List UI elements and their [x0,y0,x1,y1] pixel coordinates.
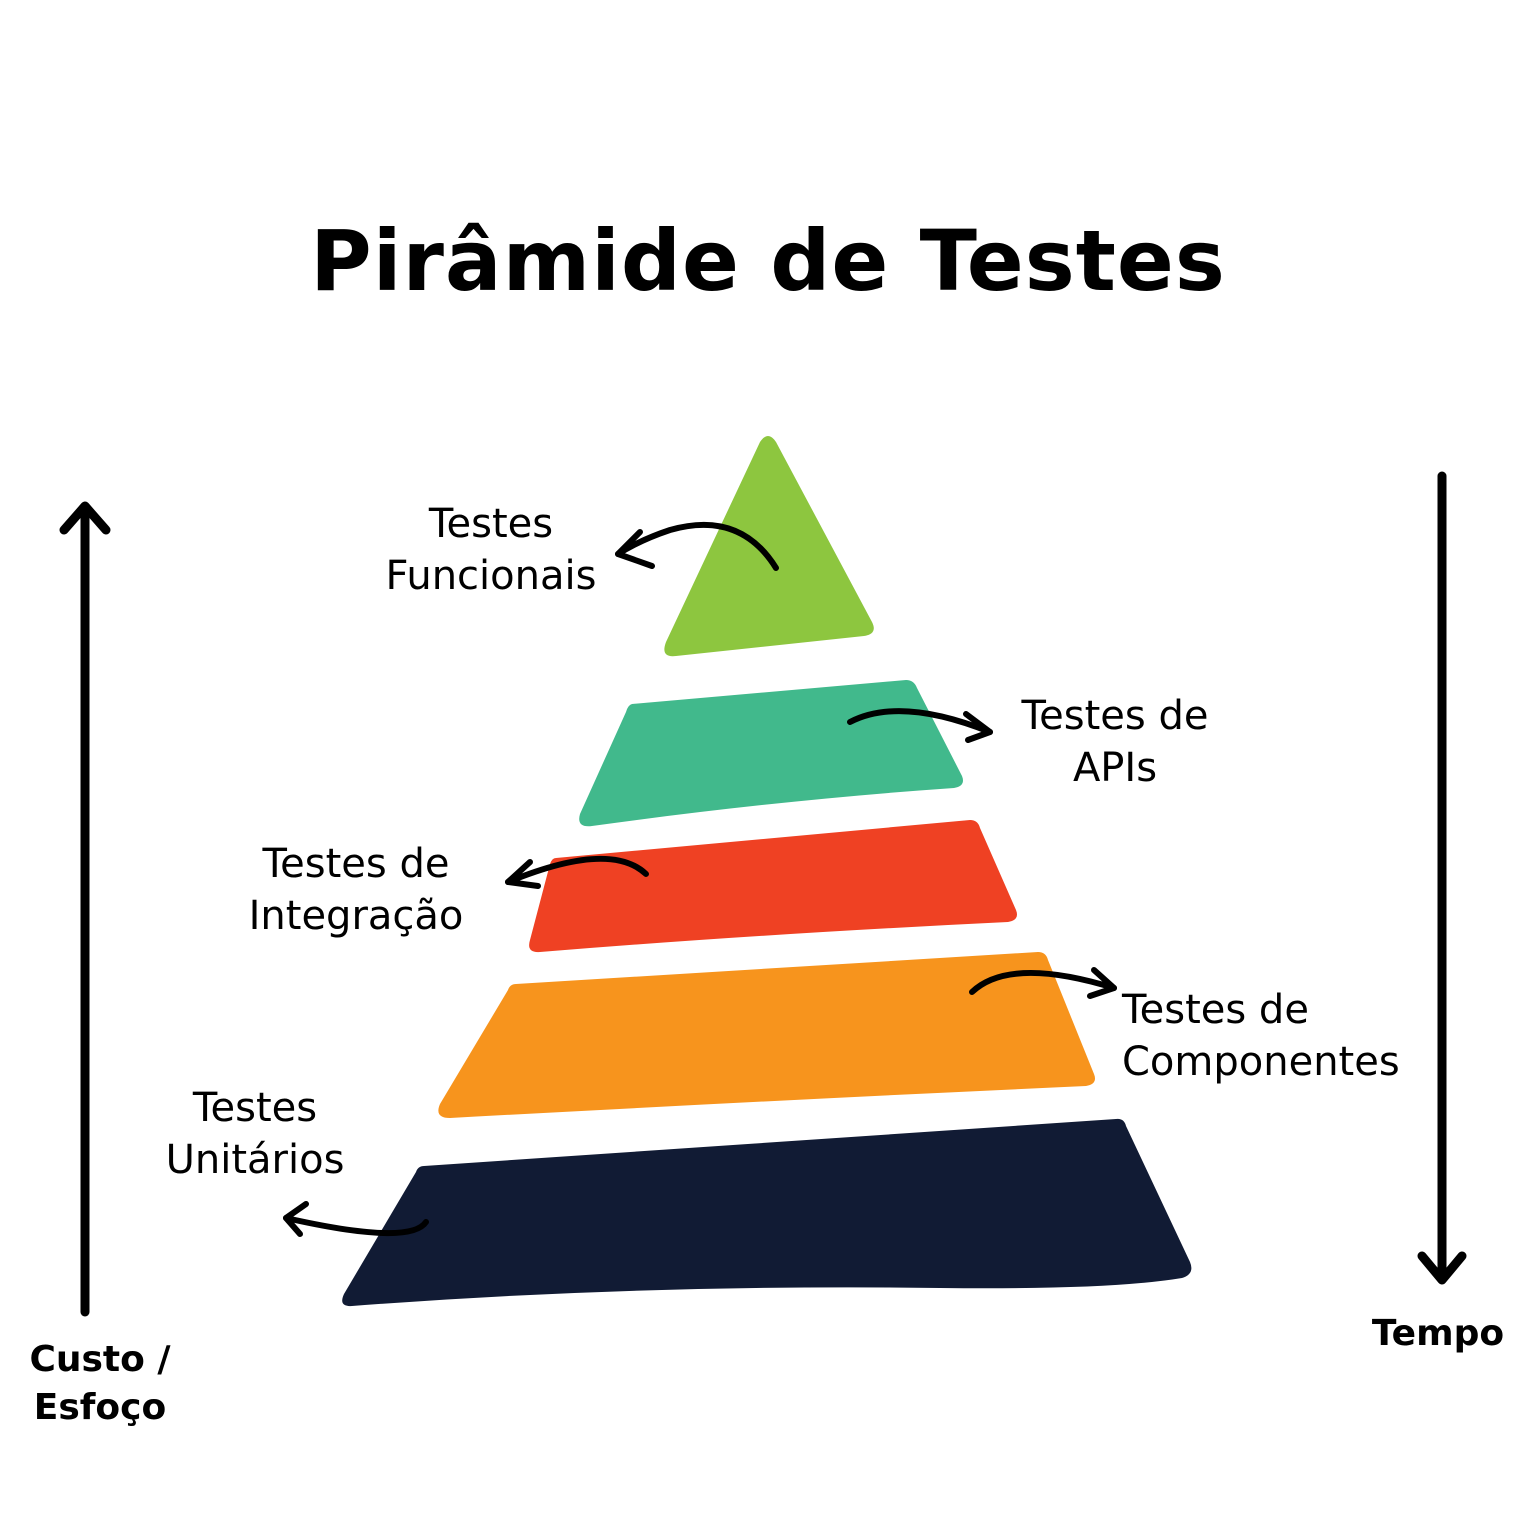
label-testes-funcionais: Testes Funcionais [366,498,616,602]
arrow-apis [847,708,993,743]
label-line: Funcionais [385,553,597,599]
label-testes-componentes: Testes de Componentes [1122,984,1432,1088]
label-testes-integracao: Testes de Integração [226,838,486,942]
label-line: APIs [1072,745,1158,791]
label-line: Testes de [262,841,450,887]
layer-componentes-shape [438,952,1095,1118]
cost-axis-arrow-up-icon [59,501,111,1317]
page-title: Pirâmide de Testes [310,212,1226,310]
label-line: Integração [248,893,464,939]
label-testes-unitarios: Testes Unitários [140,1082,370,1186]
label-testes-apis: Testes de APIs [1000,690,1230,794]
time-axis-arrow-down-icon [1417,471,1467,1285]
layer-unitarios-shape [342,1118,1192,1307]
label-line: Testes de [1122,987,1309,1033]
arrow-unitarios [283,1201,429,1237]
label-line: Testes [428,501,554,547]
axis-label-line: Tempo [1371,1313,1505,1354]
arrow-componentes [969,967,1117,999]
label-line: Testes de [1021,693,1209,739]
arrow-integracao [505,855,649,889]
axis-label-custo-esforco: Custo / Esfoço [10,1336,190,1432]
label-line: Unitários [165,1137,345,1183]
axis-label-tempo: Tempo [1350,1310,1526,1358]
arrow-funcionais [615,521,779,571]
label-line: Testes [192,1085,318,1131]
label-line: Componentes [1122,1039,1400,1085]
layer-apis-shape [579,680,963,827]
layer-funcionais-shape [664,436,874,657]
axis-label-line: Esfoço [33,1387,167,1428]
axis-label-line: Custo / [29,1339,171,1380]
layer-integracao-shape [529,820,1017,953]
